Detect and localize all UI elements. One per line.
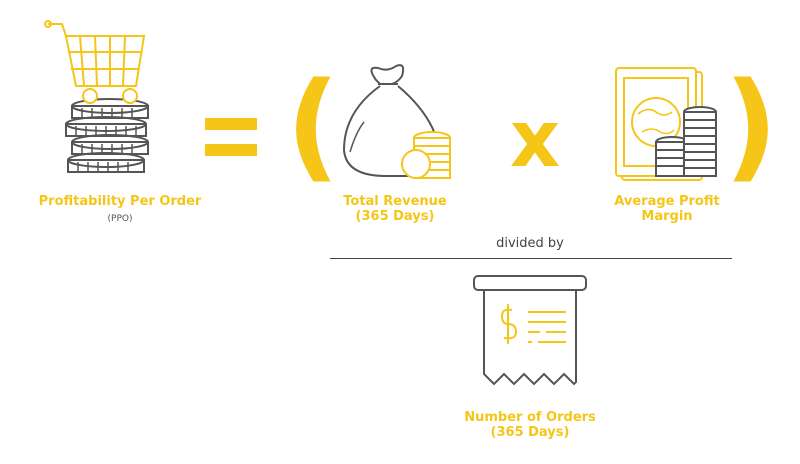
margin-line2: Margin xyxy=(641,209,693,224)
open-paren: ( xyxy=(286,56,340,194)
ppo-label: Profitability Per Order xyxy=(38,194,202,209)
ppo-abbr: (PPO) xyxy=(107,214,133,224)
times-sign: x xyxy=(509,95,561,185)
orders-line1: Number of Orders xyxy=(464,410,596,425)
money-bag-icon xyxy=(342,64,451,179)
revenue-line1: Total Revenue xyxy=(343,194,447,209)
equals-sign xyxy=(205,118,257,158)
margin-line1: Average Profit xyxy=(614,194,720,209)
equals-bar-top xyxy=(205,118,257,130)
cart-coins-icon xyxy=(44,20,149,173)
revenue-line2: (365 Days) xyxy=(355,209,435,224)
banknote-coins-icon xyxy=(615,67,717,181)
equals-bar-bottom xyxy=(205,144,257,156)
close-paren: ) xyxy=(724,56,778,194)
fraction-divider xyxy=(330,258,732,259)
divided-by-label: divided by xyxy=(496,236,564,251)
receipt-icon xyxy=(473,275,587,386)
orders-line2: (365 Days) xyxy=(490,425,570,440)
